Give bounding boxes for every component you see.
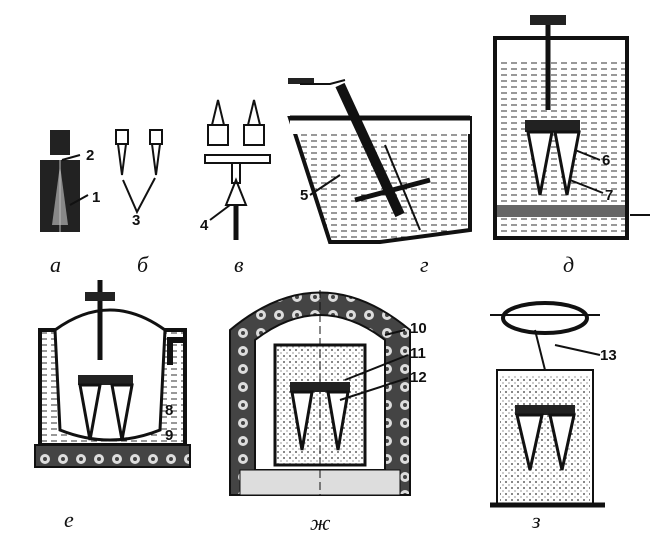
stage-e-dewaxing <box>34 280 191 468</box>
stage-label-d: д <box>563 252 574 277</box>
stage-label-g: г <box>420 252 429 277</box>
stage-d-sand-bed <box>493 15 650 240</box>
stage-label-z: з <box>531 508 541 533</box>
part-9-label: 9 <box>165 427 173 444</box>
part-4-label: 4 <box>200 217 209 234</box>
part-2-label: 2 <box>86 147 94 164</box>
stage-z-pouring <box>490 301 605 508</box>
stage-label-e: е <box>64 507 74 532</box>
part-10-label: 10 <box>410 320 427 337</box>
part-3-label: 3 <box>132 212 140 229</box>
stage-a-die <box>40 130 80 232</box>
stage-label-b: б <box>137 252 149 277</box>
stage-zh-furnace <box>229 290 411 496</box>
part-7-label: 7 <box>605 187 613 204</box>
part-1-label: 1 <box>92 189 100 206</box>
part-12-label: 12 <box>410 369 427 386</box>
part-8-label: 8 <box>165 402 173 419</box>
part-6-label: 6 <box>602 152 610 169</box>
stage-g-slurry-bath <box>287 78 472 244</box>
part-11-label: 11 <box>410 345 426 362</box>
stage-b-patterns <box>115 129 163 215</box>
part-13-label: 13 <box>600 347 617 364</box>
leader-lines <box>61 154 601 401</box>
part-5-label: 5 <box>300 187 308 204</box>
stage-label-a: а <box>50 252 61 277</box>
stage-label-v: в <box>234 252 244 277</box>
stage-v-cluster <box>204 99 271 240</box>
stage-label-zh: ж <box>310 510 331 535</box>
